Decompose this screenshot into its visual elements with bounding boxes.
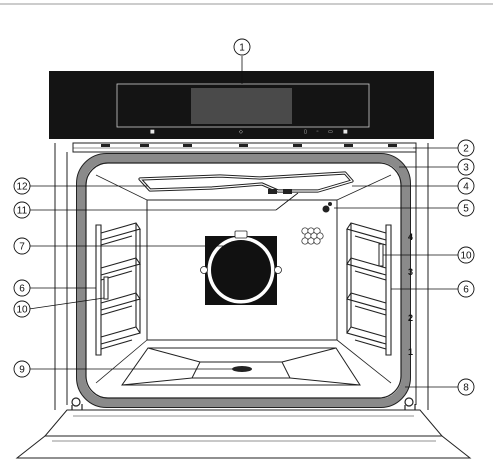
callout-4: 4 bbox=[458, 178, 474, 194]
callout-8: 8 bbox=[458, 379, 474, 395]
oven-light bbox=[302, 228, 323, 244]
svg-text:1: 1 bbox=[239, 43, 245, 54]
svg-text:6: 6 bbox=[19, 284, 25, 295]
fan-cover bbox=[201, 231, 282, 305]
callout-5: 5 bbox=[458, 200, 474, 216]
callout-3: 3 bbox=[458, 159, 474, 175]
svg-text:3: 3 bbox=[463, 163, 469, 174]
callout-1: 1 bbox=[234, 39, 250, 55]
svg-text:10: 10 bbox=[16, 305, 28, 316]
callout-2: 2 bbox=[458, 140, 474, 156]
panel-symbol: ■ bbox=[343, 129, 348, 135]
svg-text:6: 6 bbox=[463, 285, 469, 296]
callout-7: 7 bbox=[14, 238, 30, 254]
oven-door bbox=[17, 410, 470, 458]
svg-text:7: 7 bbox=[19, 242, 25, 253]
svg-text:8: 8 bbox=[463, 383, 469, 394]
callout-10-right: 10 bbox=[458, 247, 474, 263]
panel-symbol: ◇ bbox=[239, 129, 243, 135]
svg-text:11: 11 bbox=[17, 206, 28, 217]
runner-clip-left bbox=[104, 277, 108, 299]
panel-symbol: ■ bbox=[150, 129, 155, 135]
callout-9: 9 bbox=[14, 361, 30, 377]
callout-6-right: 6 bbox=[458, 281, 474, 297]
svg-text:9: 9 bbox=[19, 365, 25, 376]
shelf-level-number: 2 bbox=[408, 313, 413, 323]
callout-6-left: 6 bbox=[14, 280, 30, 296]
floor-drain bbox=[232, 366, 252, 372]
callout-10-left: 10 bbox=[14, 301, 30, 317]
panel-symbol: ▯ bbox=[304, 129, 307, 135]
display-screen bbox=[191, 88, 292, 124]
callout-12: 12 bbox=[14, 178, 30, 194]
panel-symbol: ▭ bbox=[328, 129, 333, 135]
callout-11: 11 bbox=[14, 202, 30, 218]
svg-text:10: 10 bbox=[460, 251, 472, 262]
shelf-level-number: 3 bbox=[408, 267, 413, 277]
svg-text:5: 5 bbox=[463, 204, 469, 215]
shelf-level-number: 1 bbox=[408, 347, 413, 357]
svg-text:12: 12 bbox=[16, 182, 28, 193]
runner-clip-right bbox=[379, 244, 383, 266]
control-panel: ■ ◇ ▯ ◦ ▭ ■ bbox=[49, 71, 434, 139]
panel-symbol: ◦ bbox=[316, 129, 319, 135]
shelf-level-number: 4 bbox=[408, 232, 413, 242]
air-vent-strip bbox=[73, 143, 416, 152]
svg-text:2: 2 bbox=[463, 144, 469, 155]
svg-text:4: 4 bbox=[463, 182, 469, 193]
